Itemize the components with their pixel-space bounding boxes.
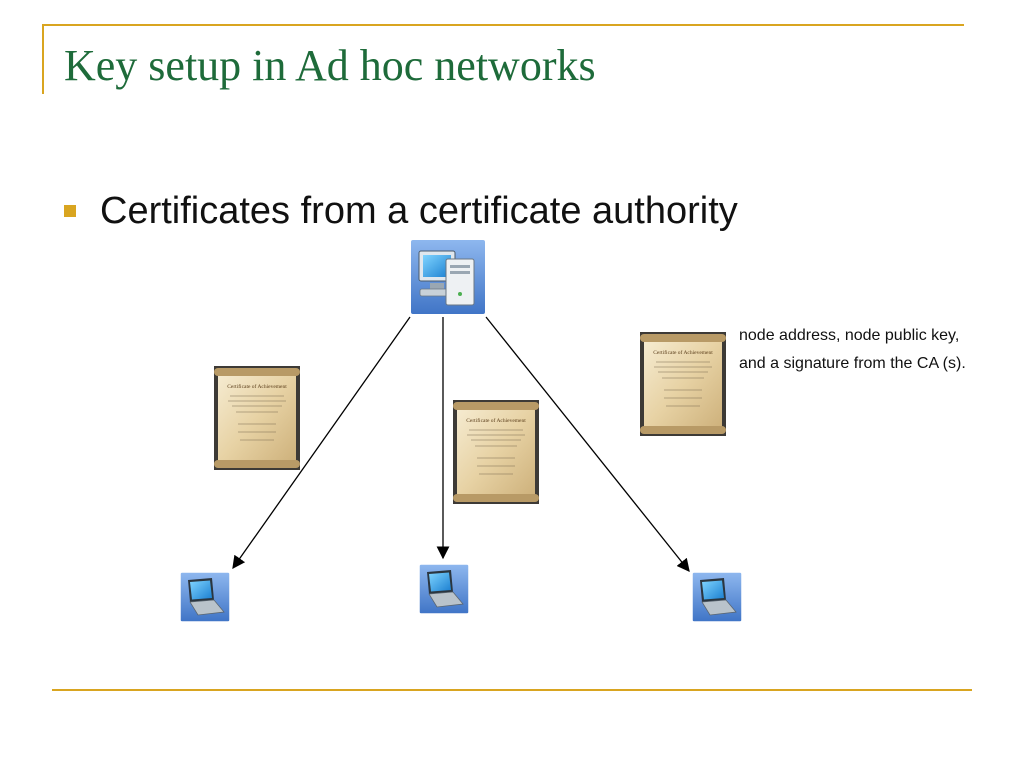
note-line-2: and a signature from the CA (s).	[739, 355, 966, 372]
certificate-icon: Certificate of Achievement	[453, 400, 539, 504]
laptop-icon	[179, 571, 231, 623]
slide-title: Key setup in Ad hoc networks	[64, 41, 596, 90]
laptop-icon	[418, 563, 470, 615]
certificate-contents-note: node address, node public key, and a sig…	[739, 322, 1023, 378]
arrow-to-left-node	[232, 316, 411, 570]
certificate-heading: Certificate of Achievement	[653, 349, 713, 356]
server-computer-icon	[409, 238, 487, 316]
certificate-heading: Certificate of Achievement	[466, 417, 526, 424]
bullet-marker	[64, 205, 76, 217]
certificate-icon: Certificate of Achievement	[214, 366, 300, 470]
arrow-to-right-node	[485, 316, 690, 573]
note-line-1: node address, node public key,	[739, 327, 960, 344]
top-rule	[42, 24, 964, 26]
laptop-icon	[691, 571, 743, 623]
certificate-icon: Certificate of Achievement	[640, 332, 726, 436]
bullet-text: Certificates from a certificate authorit…	[100, 190, 738, 232]
certificate-heading: Certificate of Achievement	[227, 383, 287, 390]
left-rule	[42, 24, 44, 94]
bottom-rule	[52, 689, 972, 691]
